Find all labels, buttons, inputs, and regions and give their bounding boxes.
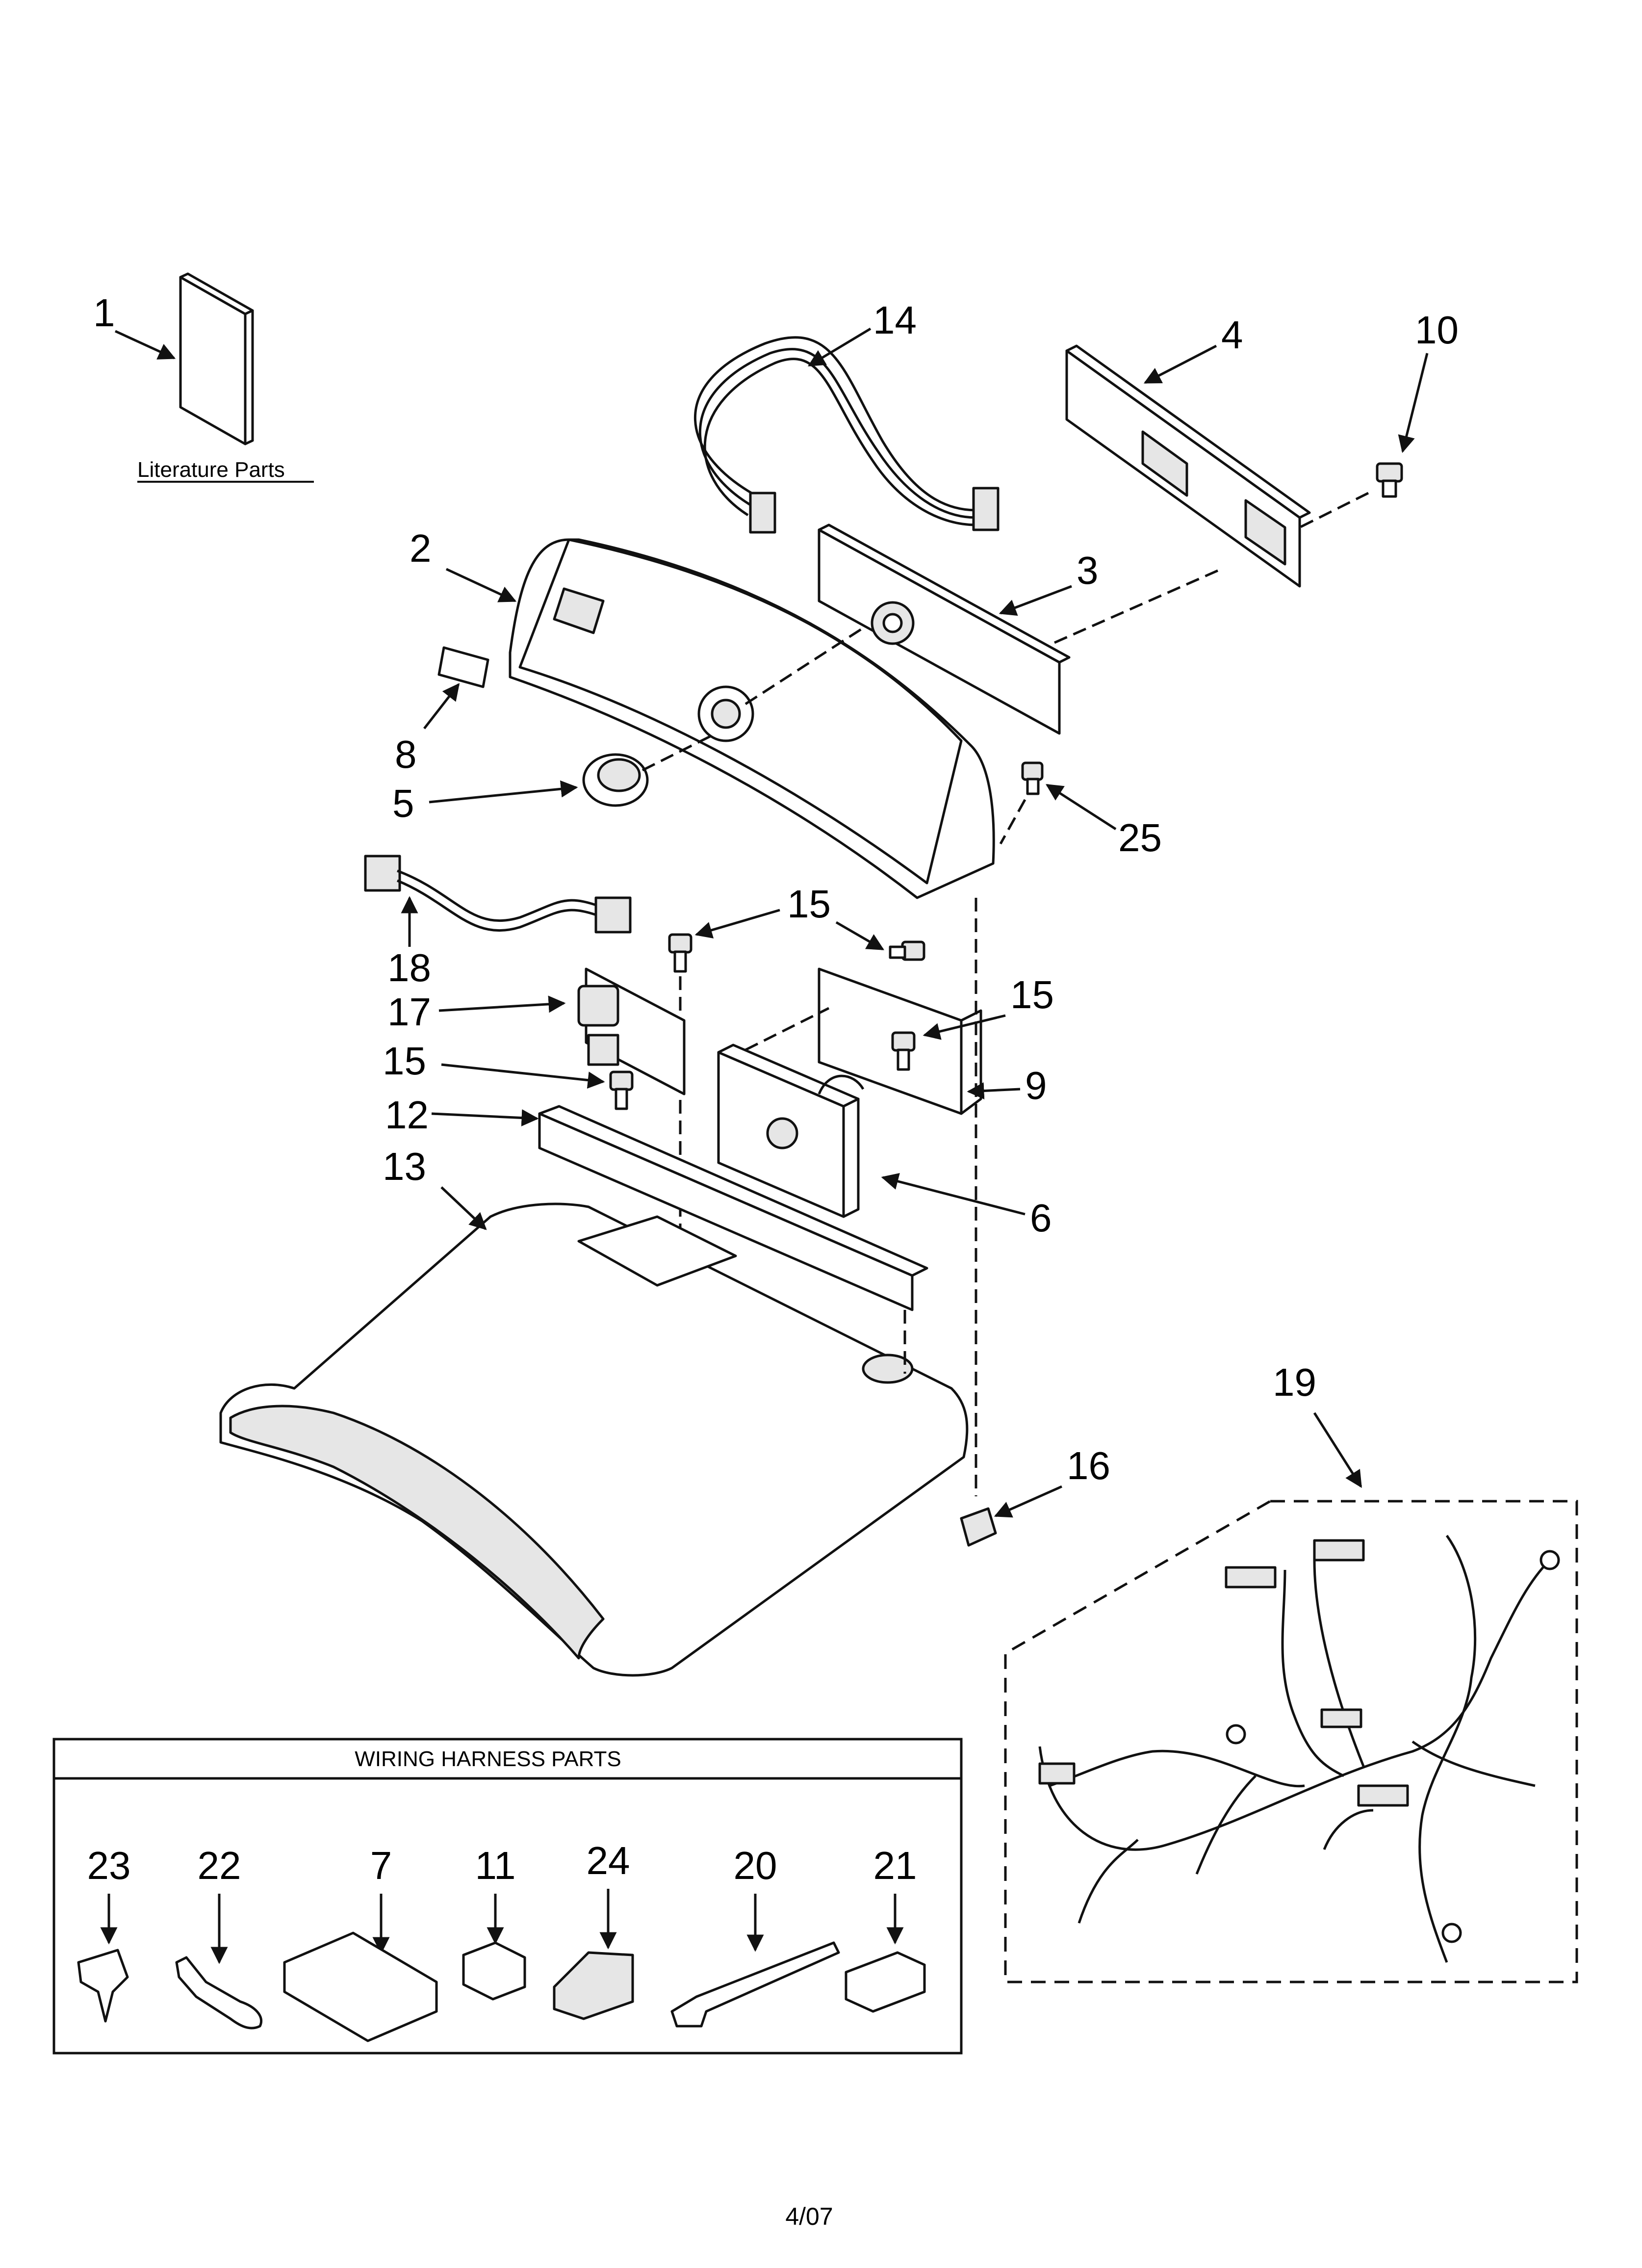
ui-board-3 <box>818 523 1071 735</box>
part-24 <box>553 1951 634 2020</box>
screw-15b <box>891 1031 916 1071</box>
wire-harness-19 <box>1038 1535 1560 1963</box>
leader-14 <box>807 327 872 367</box>
literature-caption: Literature Parts <box>137 458 285 482</box>
harness-18 <box>364 855 632 934</box>
badge-8 <box>437 646 489 688</box>
label-17: 17 <box>387 990 431 1034</box>
control-housing-4 <box>1065 344 1311 588</box>
leader-15a <box>694 909 780 938</box>
foot-16 <box>960 1507 997 1547</box>
label-2: 2 <box>410 526 432 570</box>
part-23 <box>77 1949 129 2023</box>
label-9: 9 <box>1025 1064 1047 1107</box>
label-1: 1 <box>93 291 115 335</box>
part-21 <box>845 1951 926 2013</box>
leader-10 <box>1398 353 1429 453</box>
dash-knob <box>641 734 712 772</box>
leader-8 <box>423 683 460 730</box>
leader-5 <box>429 780 578 804</box>
dash-25 <box>999 799 1026 845</box>
label-15a: 15 <box>787 882 831 926</box>
label-11: 11 <box>475 1844 515 1887</box>
knob-5 <box>582 753 649 807</box>
screw-15c <box>609 1070 634 1110</box>
rail-12 <box>538 1105 928 1311</box>
label-14: 14 <box>873 298 917 342</box>
literature-booklet <box>179 272 254 445</box>
part-22 <box>175 1956 263 2030</box>
leader-16 <box>994 1485 1063 1518</box>
label-5: 5 <box>392 782 414 825</box>
leader-15c <box>441 1063 605 1089</box>
label-21: 21 <box>873 1844 917 1887</box>
screw-15b-top <box>889 940 925 961</box>
console-2 <box>509 538 995 899</box>
top-cover-13 <box>219 1202 969 1677</box>
label-19: 19 <box>1273 1360 1316 1404</box>
leader-12 <box>431 1109 539 1127</box>
wiring-parts-title: WIRING HARNESS PARTS <box>355 1747 621 1771</box>
leader-15b <box>923 1014 1006 1040</box>
leader-4 <box>1143 344 1217 384</box>
wiring-parts-box <box>52 1738 963 2055</box>
label-8: 8 <box>395 732 417 776</box>
leader-2 <box>445 568 517 602</box>
label-25: 25 <box>1118 816 1162 860</box>
label-10: 10 <box>1415 308 1459 352</box>
dash-6-9 <box>744 1007 830 1051</box>
screw-10 <box>1376 462 1403 498</box>
label-12: 12 <box>385 1093 429 1137</box>
label-24: 24 <box>587 1839 630 1882</box>
leader-25 <box>1046 783 1117 831</box>
leader-3 <box>999 585 1072 616</box>
label-20: 20 <box>734 1844 777 1887</box>
label-16: 16 <box>1067 1444 1110 1487</box>
dash-console-board <box>744 626 864 705</box>
control-17 <box>577 967 686 1095</box>
part-20 <box>670 1941 840 2028</box>
dash-10-4 <box>1294 492 1369 531</box>
label-7: 7 <box>370 1844 392 1887</box>
harness-19-outline <box>1004 1500 1578 1983</box>
leader-1 <box>114 330 176 360</box>
wire-harness-14 <box>694 336 1000 534</box>
dash-3-4 <box>1053 568 1222 644</box>
electronic-control-6 <box>717 1043 865 1218</box>
leader-17 <box>438 995 566 1013</box>
part-7 <box>283 1931 438 2042</box>
label-3: 3 <box>1077 548 1099 592</box>
part-11 <box>462 1941 526 2001</box>
leader-19 <box>1313 1412 1362 1488</box>
footer-date: 4/07 <box>785 2203 833 2230</box>
leader-13 <box>440 1186 487 1230</box>
label-13: 13 <box>383 1145 426 1188</box>
screw-15a <box>668 933 693 973</box>
leader-6 <box>881 1173 1026 1216</box>
label-15b: 15 <box>1010 973 1054 1017</box>
leader-15a-2 <box>835 921 885 951</box>
label-22: 22 <box>198 1844 241 1887</box>
label-6: 6 <box>1030 1196 1052 1240</box>
label-15c: 15 <box>383 1039 426 1083</box>
screw-25 <box>1021 761 1044 795</box>
label-23: 23 <box>87 1844 131 1887</box>
label-4: 4 <box>1221 313 1243 357</box>
label-18: 18 <box>387 946 431 990</box>
